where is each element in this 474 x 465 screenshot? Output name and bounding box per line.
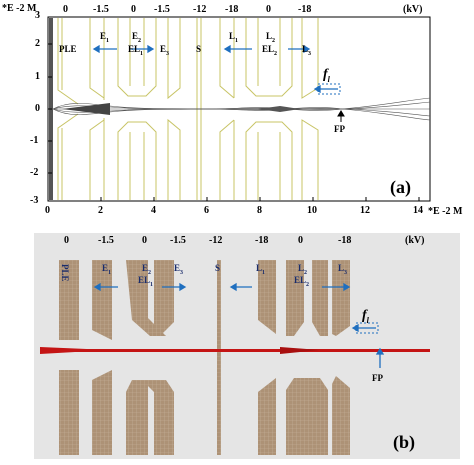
label-el1-b: EL1 <box>138 275 154 288</box>
fp-arrow-a <box>337 110 345 122</box>
label-l3: L3 <box>302 44 312 57</box>
y-tick: -1 <box>30 135 39 146</box>
label-e3-b: E3 <box>174 263 184 276</box>
y-tick: 0 <box>35 103 40 114</box>
x-tick: 0 <box>45 205 50 216</box>
label-e3: E3 <box>160 44 170 57</box>
electrode-outlines <box>57 18 319 200</box>
label-l1-b: L1 <box>256 263 266 276</box>
kv-unit-a: (kV) <box>403 4 423 15</box>
label-ple: PLE <box>59 44 77 54</box>
voltage-label: 0 <box>131 4 136 15</box>
x-tick: 6 <box>204 205 209 216</box>
label-s: S <box>196 44 202 54</box>
label-focal-length: fl <box>323 67 330 84</box>
x-tick: 14 <box>413 205 423 216</box>
voltage-label: -1.5 <box>93 4 109 15</box>
label-l2: L2 <box>266 31 276 44</box>
voltage-label: -18 <box>338 235 352 246</box>
panel-label-b: (b) <box>393 432 415 452</box>
voltage-label: -1.5 <box>170 235 186 246</box>
label-el2: EL2 <box>262 44 278 57</box>
axis-unit-bottom: *E -2 M <box>428 206 463 217</box>
label-focal-length-b: fl <box>362 308 369 325</box>
label-e2-b: E2 <box>142 263 152 276</box>
label-el2-b: EL2 <box>294 275 310 288</box>
label-l2-b: L2 <box>298 263 308 276</box>
label-e1: E1 <box>100 31 110 44</box>
voltage-label: -1.5 <box>154 4 170 15</box>
axis-ticks <box>48 43 420 201</box>
kv-unit-b: (kV) <box>405 235 425 246</box>
x-tick: 4 <box>151 205 156 216</box>
label-fp: FP <box>334 124 345 134</box>
label-el1: EL1 <box>128 44 144 57</box>
voltage-label: 0 <box>63 4 68 15</box>
panel-label-a: (a) <box>390 177 411 197</box>
voltage-label: -12 <box>209 235 223 246</box>
axis-unit-left: *E -2 M <box>2 3 37 14</box>
label-s-b: S <box>215 263 221 273</box>
x-tick: 12 <box>360 205 370 216</box>
y-tick: 1 <box>35 71 40 82</box>
voltage-label: -18 <box>225 4 239 15</box>
voltage-label: -18 <box>255 235 269 246</box>
x-tick: 2 <box>98 205 103 216</box>
label-fp-b: FP <box>372 373 383 383</box>
label-e1-b: E1 <box>102 263 112 276</box>
panel-a-plot <box>47 16 431 202</box>
ion-beam-b <box>40 347 430 354</box>
y-tick: -2 <box>30 167 39 178</box>
voltage-label: -1.5 <box>98 235 114 246</box>
label-l1: L1 <box>229 31 239 44</box>
beam-core <box>62 103 110 115</box>
voltage-label: 0 <box>64 235 69 246</box>
x-tick: 10 <box>307 205 317 216</box>
y-tick: 2 <box>35 38 40 49</box>
label-l3-b: L3 <box>338 263 348 276</box>
arrows-b <box>93 282 385 368</box>
voltage-label: 0 <box>266 4 271 15</box>
y-tick: -3 <box>30 195 39 206</box>
voltage-label: -12 <box>193 4 207 15</box>
voltage-label: -18 <box>298 4 312 15</box>
y-tick: 3 <box>35 10 40 21</box>
voltage-label: 0 <box>298 235 303 246</box>
electrodes-b <box>59 260 350 455</box>
x-tick: 8 <box>257 205 262 216</box>
beam-core-2 <box>258 106 300 112</box>
label-e2: E2 <box>132 31 142 44</box>
label-ple-b: PLE <box>60 264 70 282</box>
arrows-a <box>92 44 338 94</box>
voltage-label: 0 <box>142 235 147 246</box>
